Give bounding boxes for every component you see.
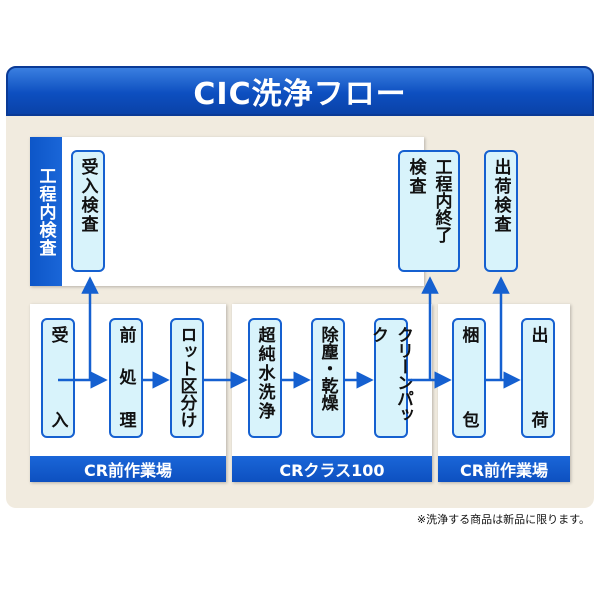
step-receive: 受 入 xyxy=(41,318,75,438)
step-final-inspect: 工程内終了 検査 xyxy=(398,150,460,272)
step-ultrapure-wash: 超純水洗浄 xyxy=(248,318,282,438)
step-ship-inspect: 出荷検査 xyxy=(484,150,518,272)
zone-label-left: CR前作業場 xyxy=(30,456,226,482)
step-dust-dry: 除塵・乾燥 xyxy=(311,318,345,438)
zone-label-center: CRクラス100 xyxy=(232,456,432,482)
step-receive-inspect: 受入検査 xyxy=(71,150,105,272)
step-lot-sort: ロット区分け xyxy=(170,318,204,438)
diagram-title: CIC洗浄フロー xyxy=(6,66,594,116)
footnote: ※洗浄する商品は新品に限ります。 xyxy=(416,513,590,526)
zone-label-right: CR前作業場 xyxy=(438,456,570,482)
step-final-inspect-label-b: 検査 xyxy=(405,158,426,196)
inspection-label: 工程内検査 xyxy=(30,137,62,286)
step-preprocess: 前 処 理 xyxy=(109,318,143,438)
step-pack: 梱 包 xyxy=(452,318,486,438)
step-final-inspect-label-a: 工程内終了 xyxy=(431,158,452,243)
step-ship: 出 荷 xyxy=(521,318,555,438)
